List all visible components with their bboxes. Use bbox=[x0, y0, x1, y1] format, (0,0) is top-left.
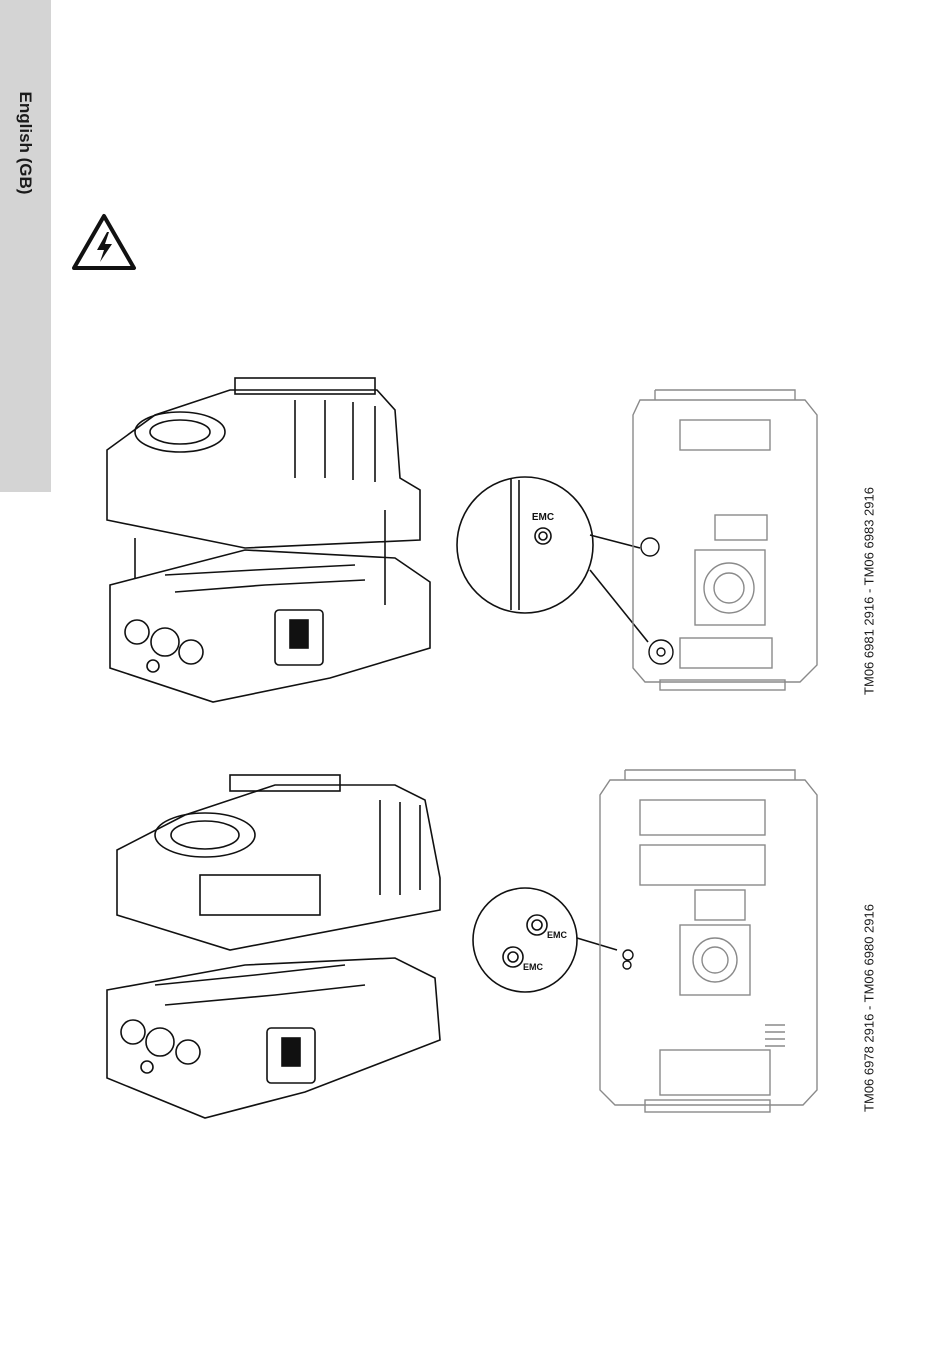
figure-1: EMC bbox=[95, 370, 825, 710]
drive-exploded-view bbox=[107, 775, 440, 1118]
figure-2-reference: TM06 6978 2916 - TM06 6980 2916 bbox=[862, 904, 877, 1112]
figure-2: EMC EMC bbox=[95, 760, 825, 1130]
emc-magnifier-callout bbox=[473, 888, 617, 992]
emc-magnifier-callout bbox=[457, 477, 648, 642]
drive-rear-view bbox=[600, 770, 817, 1112]
figure-1-reference: TM06 6981 2916 - TM06 6983 2916 bbox=[862, 487, 877, 695]
electric-hazard-icon bbox=[71, 212, 137, 272]
drive-rear-view bbox=[633, 390, 817, 690]
language-label: English (GB) bbox=[15, 92, 35, 195]
drive-exploded-view bbox=[107, 378, 430, 702]
emc-label: EMC bbox=[547, 930, 568, 940]
language-side-tab: English (GB) bbox=[0, 0, 51, 492]
emc-label: EMC bbox=[532, 512, 554, 523]
emc-label: EMC bbox=[523, 962, 544, 972]
